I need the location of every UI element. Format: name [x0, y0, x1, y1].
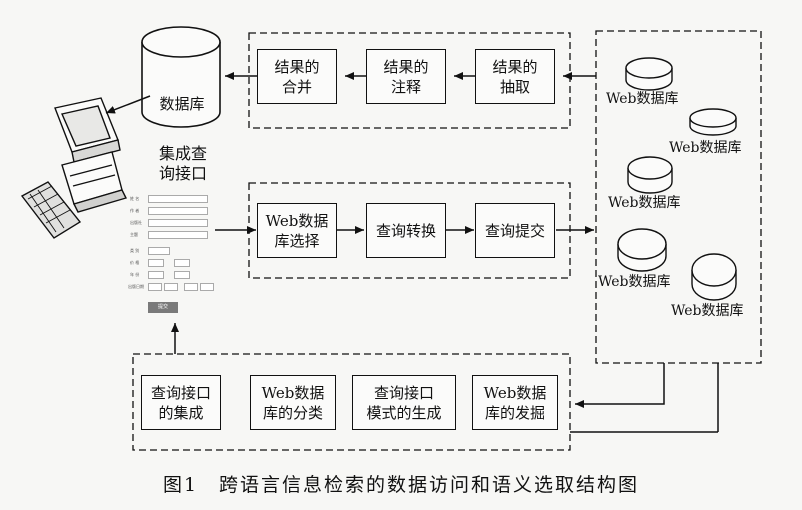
form-input[interactable]	[148, 231, 208, 239]
form-input[interactable]	[148, 207, 208, 215]
webdb-label: Web数据库	[598, 274, 671, 290]
form-input[interactable]	[148, 219, 208, 227]
form-select[interactable]	[148, 247, 170, 255]
result-group-frame	[248, 32, 571, 129]
form-select[interactable]	[184, 283, 198, 291]
result-extraction-box: 结果的 抽取	[475, 49, 555, 104]
form-input[interactable]	[174, 271, 190, 279]
form-input[interactable]	[148, 271, 164, 279]
webdb-label: Web数据库	[669, 140, 742, 156]
webdb-selection-box: Web数据 库选择	[257, 203, 337, 258]
form-input[interactable]	[174, 259, 190, 267]
webdb-discovery-box: Web数据 库的发掘	[472, 375, 558, 430]
interface-schema-generation-box: 查询接口 模式的生成	[352, 375, 456, 430]
interface-integration-box: 查询接口 的集成	[141, 375, 221, 430]
form-select[interactable]	[164, 283, 178, 291]
form-input[interactable]	[148, 195, 208, 203]
result-annotation-box: 结果的 注释	[366, 49, 446, 104]
arrow-webdb-to-discover-1	[575, 363, 665, 408]
computer-icon	[20, 97, 128, 239]
webdb-disk-2	[689, 108, 737, 136]
figure-caption: 图1 跨语言信息检索的数据访问和语义选取结构图	[162, 474, 640, 496]
query-conversion-box: 查询转换	[366, 203, 446, 258]
form-select[interactable]	[200, 283, 214, 291]
webdb-classification-box: Web数据 库的分类	[250, 375, 336, 430]
query-submission-box: 查询提交	[475, 203, 555, 258]
webdb-group-frame	[595, 30, 762, 364]
webdb-disk-3	[627, 156, 673, 194]
database-icon	[141, 26, 221, 128]
form-select[interactable]	[148, 283, 162, 291]
result-merge-box: 结果的 合并	[257, 49, 337, 104]
webdb-disk-5	[691, 253, 737, 301]
query-form: 姓 名 作 者 出版社 主题 类 别 价 格 年 份 出版日期	[126, 188, 218, 294]
integrated-query-interface-label: 集成查 询接口	[158, 144, 207, 183]
database-label: 数据库	[159, 95, 205, 113]
interface-group-frame	[132, 353, 571, 451]
webdb-label: Web数据库	[671, 303, 744, 319]
webdb-disk-4	[617, 228, 667, 272]
form-submit-button[interactable]: 提交	[148, 302, 178, 313]
arrow-database-to-computer	[105, 95, 151, 114]
form-input[interactable]	[148, 259, 164, 267]
webdb-label: Web数据库	[608, 195, 681, 211]
webdb-label: Web数据库	[606, 91, 679, 107]
webdb-disk-1	[625, 57, 673, 91]
